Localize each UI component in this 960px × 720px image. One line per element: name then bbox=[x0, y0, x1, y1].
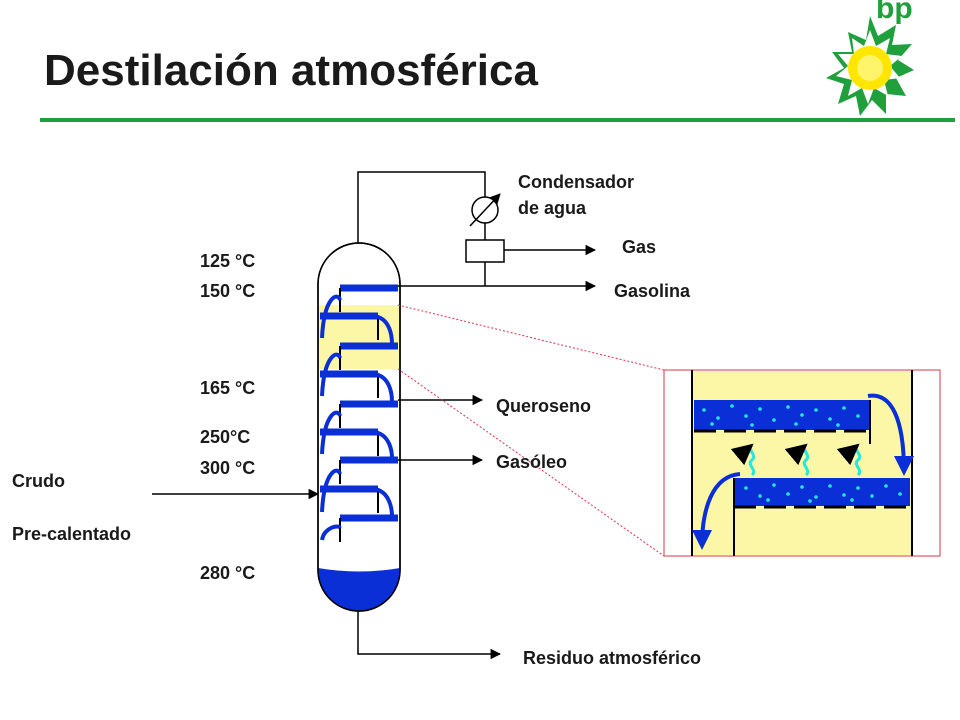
temperature-label-125: 125 °C bbox=[200, 251, 256, 271]
column-trays bbox=[320, 284, 398, 542]
zoom-line-top bbox=[397, 304, 665, 371]
residue-label: Residuo atmosférico bbox=[523, 648, 702, 668]
detail-upper-tray-liquid bbox=[694, 400, 870, 430]
tray-left-2 bbox=[320, 370, 379, 398]
temperature-label-280: 280 °C bbox=[200, 563, 256, 583]
title-underline bbox=[40, 118, 955, 122]
gasoline-label: Gasolina bbox=[614, 281, 691, 301]
condenser-label-line-1: Condensador bbox=[518, 172, 635, 192]
residue-outlet-arrow bbox=[357, 611, 502, 660]
condenser-label-line-2: de agua bbox=[518, 198, 587, 218]
detail-droplets bbox=[702, 404, 902, 503]
tray-left-4 bbox=[320, 485, 379, 513]
temperature-label-150: 150 °C bbox=[200, 281, 256, 301]
tray-left-3 bbox=[320, 428, 379, 456]
tray-right-5 bbox=[339, 514, 398, 542]
detail-right-downflow bbox=[867, 393, 914, 476]
feed-label-line-2: Pre-calentado bbox=[12, 524, 132, 544]
gas-label: Gas bbox=[622, 237, 657, 257]
temperature-label-300: 300 °C bbox=[200, 458, 256, 478]
bp-helios-logo-icon bbox=[826, 16, 914, 116]
page-title: Destilación atmosférica bbox=[44, 46, 538, 95]
temperature-label-250: 250°C bbox=[200, 427, 251, 447]
vapour-wave-icons bbox=[730, 443, 862, 477]
kerosene-label: Queroseno bbox=[496, 396, 592, 416]
condenser-icon bbox=[469, 193, 501, 227]
tray-left-1 bbox=[320, 312, 379, 340]
feed-label-line-1: Crudo bbox=[12, 471, 65, 491]
detail-lower-tray-liquid bbox=[734, 478, 910, 506]
bp-logo-text: bp bbox=[876, 0, 913, 25]
bottom-liquid bbox=[318, 568, 400, 611]
gasoil-label: Gasóleo bbox=[496, 452, 568, 472]
tray-detail-box bbox=[663, 369, 941, 557]
separator-drum bbox=[465, 239, 505, 263]
temperature-label-165: 165 °C bbox=[200, 378, 256, 398]
detail-left-downflow bbox=[692, 472, 741, 550]
